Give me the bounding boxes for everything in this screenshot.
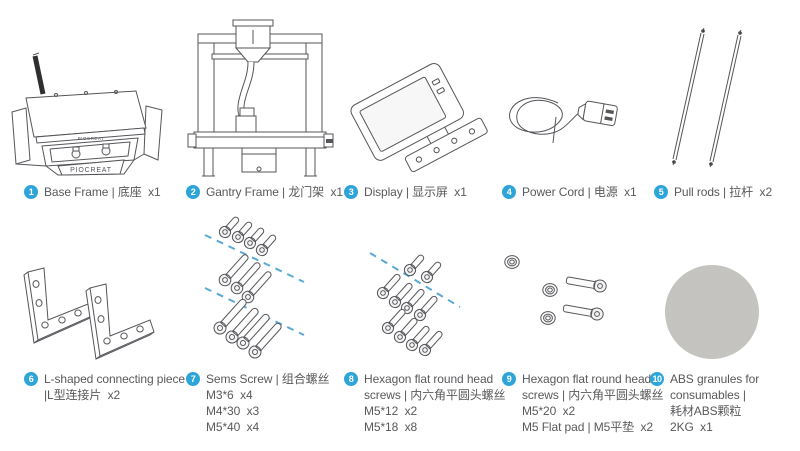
item-8-number-badge: 8: [344, 372, 358, 386]
hex-screws-a-illustration: [348, 232, 503, 377]
gantry-frame-illustration: [187, 8, 334, 180]
item-7-number-badge: 7: [186, 372, 200, 386]
item-9-caption: 9 Hexagon flat round head screws | 内六角平圆…: [502, 371, 664, 435]
item-8-caption: 8 Hexagon flat round head screws | 内六角平圆…: [344, 371, 506, 435]
item-5-label: Pull rods | 拉杆 x2: [674, 185, 773, 199]
item-6-number-badge: 6: [24, 372, 38, 386]
item-1-label: Base Frame | 底座 x1: [44, 185, 161, 199]
abs-granules-illustration: [662, 262, 762, 362]
brand-text: PIOCREAT: [70, 167, 112, 174]
item-3-label: Display | 显示屏 x1: [364, 185, 467, 199]
item-2-caption: 2 Gantry Frame | 龙门架 x1: [186, 184, 343, 200]
item-10-label: ABS granules for consumables | 耗材ABS颗粒 2…: [670, 372, 760, 434]
pull-rods-illustration: [660, 20, 795, 175]
item-1-caption: 1 Base Frame | 底座 x1: [24, 184, 161, 200]
item-3-caption: 3 Display | 显示屏 x1: [344, 184, 467, 200]
item-3-number-badge: 3: [344, 185, 358, 199]
item-9-number-badge: 9: [502, 372, 516, 386]
power-cord-illustration: [498, 75, 624, 155]
item-2-label: Gantry Frame | 龙门架 x1: [206, 185, 343, 199]
display-illustration: [347, 48, 488, 178]
brand-text: PIOCREAT: [78, 136, 105, 141]
sems-screws-illustration: [186, 210, 336, 370]
item-9-label: Hexagon flat round head screws | 内六角平圆头螺…: [522, 372, 664, 434]
base-frame-illustration: PIOCREAT PIOCREAT: [6, 48, 168, 176]
item-10-caption: 10 ABS granules for consumables | 耗材ABS颗…: [650, 371, 759, 435]
item-8-label: Hexagon flat round head screws | 内六角平圆头螺…: [364, 372, 506, 434]
item-6-label: L-shaped connecting piece |L型连接片 x2: [44, 372, 185, 402]
item-4-label: Power Cord | 电源 x1: [522, 185, 637, 199]
item-10-number-badge: 10: [650, 372, 664, 386]
l-bracket-illustration: [18, 248, 168, 366]
hex-screws-b-illustration: [504, 255, 642, 357]
item-4-caption: 4 Power Cord | 电源 x1: [502, 184, 637, 200]
item-7-label: Sems Screw | 组合螺丝 M3*6 x4 M4*30 x3 M5*40…: [206, 372, 330, 434]
item-7-caption: 7 Sems Screw | 组合螺丝 M3*6 x4 M4*30 x3 M5*…: [186, 371, 330, 435]
item-5-number-badge: 5: [654, 185, 668, 199]
item-6-caption: 6 L-shaped connecting piece |L型连接片 x2: [24, 371, 185, 403]
item-1-number-badge: 1: [24, 185, 38, 199]
item-4-number-badge: 4: [502, 185, 516, 199]
item-2-number-badge: 2: [186, 185, 200, 199]
item-5-caption: 5 Pull rods | 拉杆 x2: [654, 184, 772, 200]
